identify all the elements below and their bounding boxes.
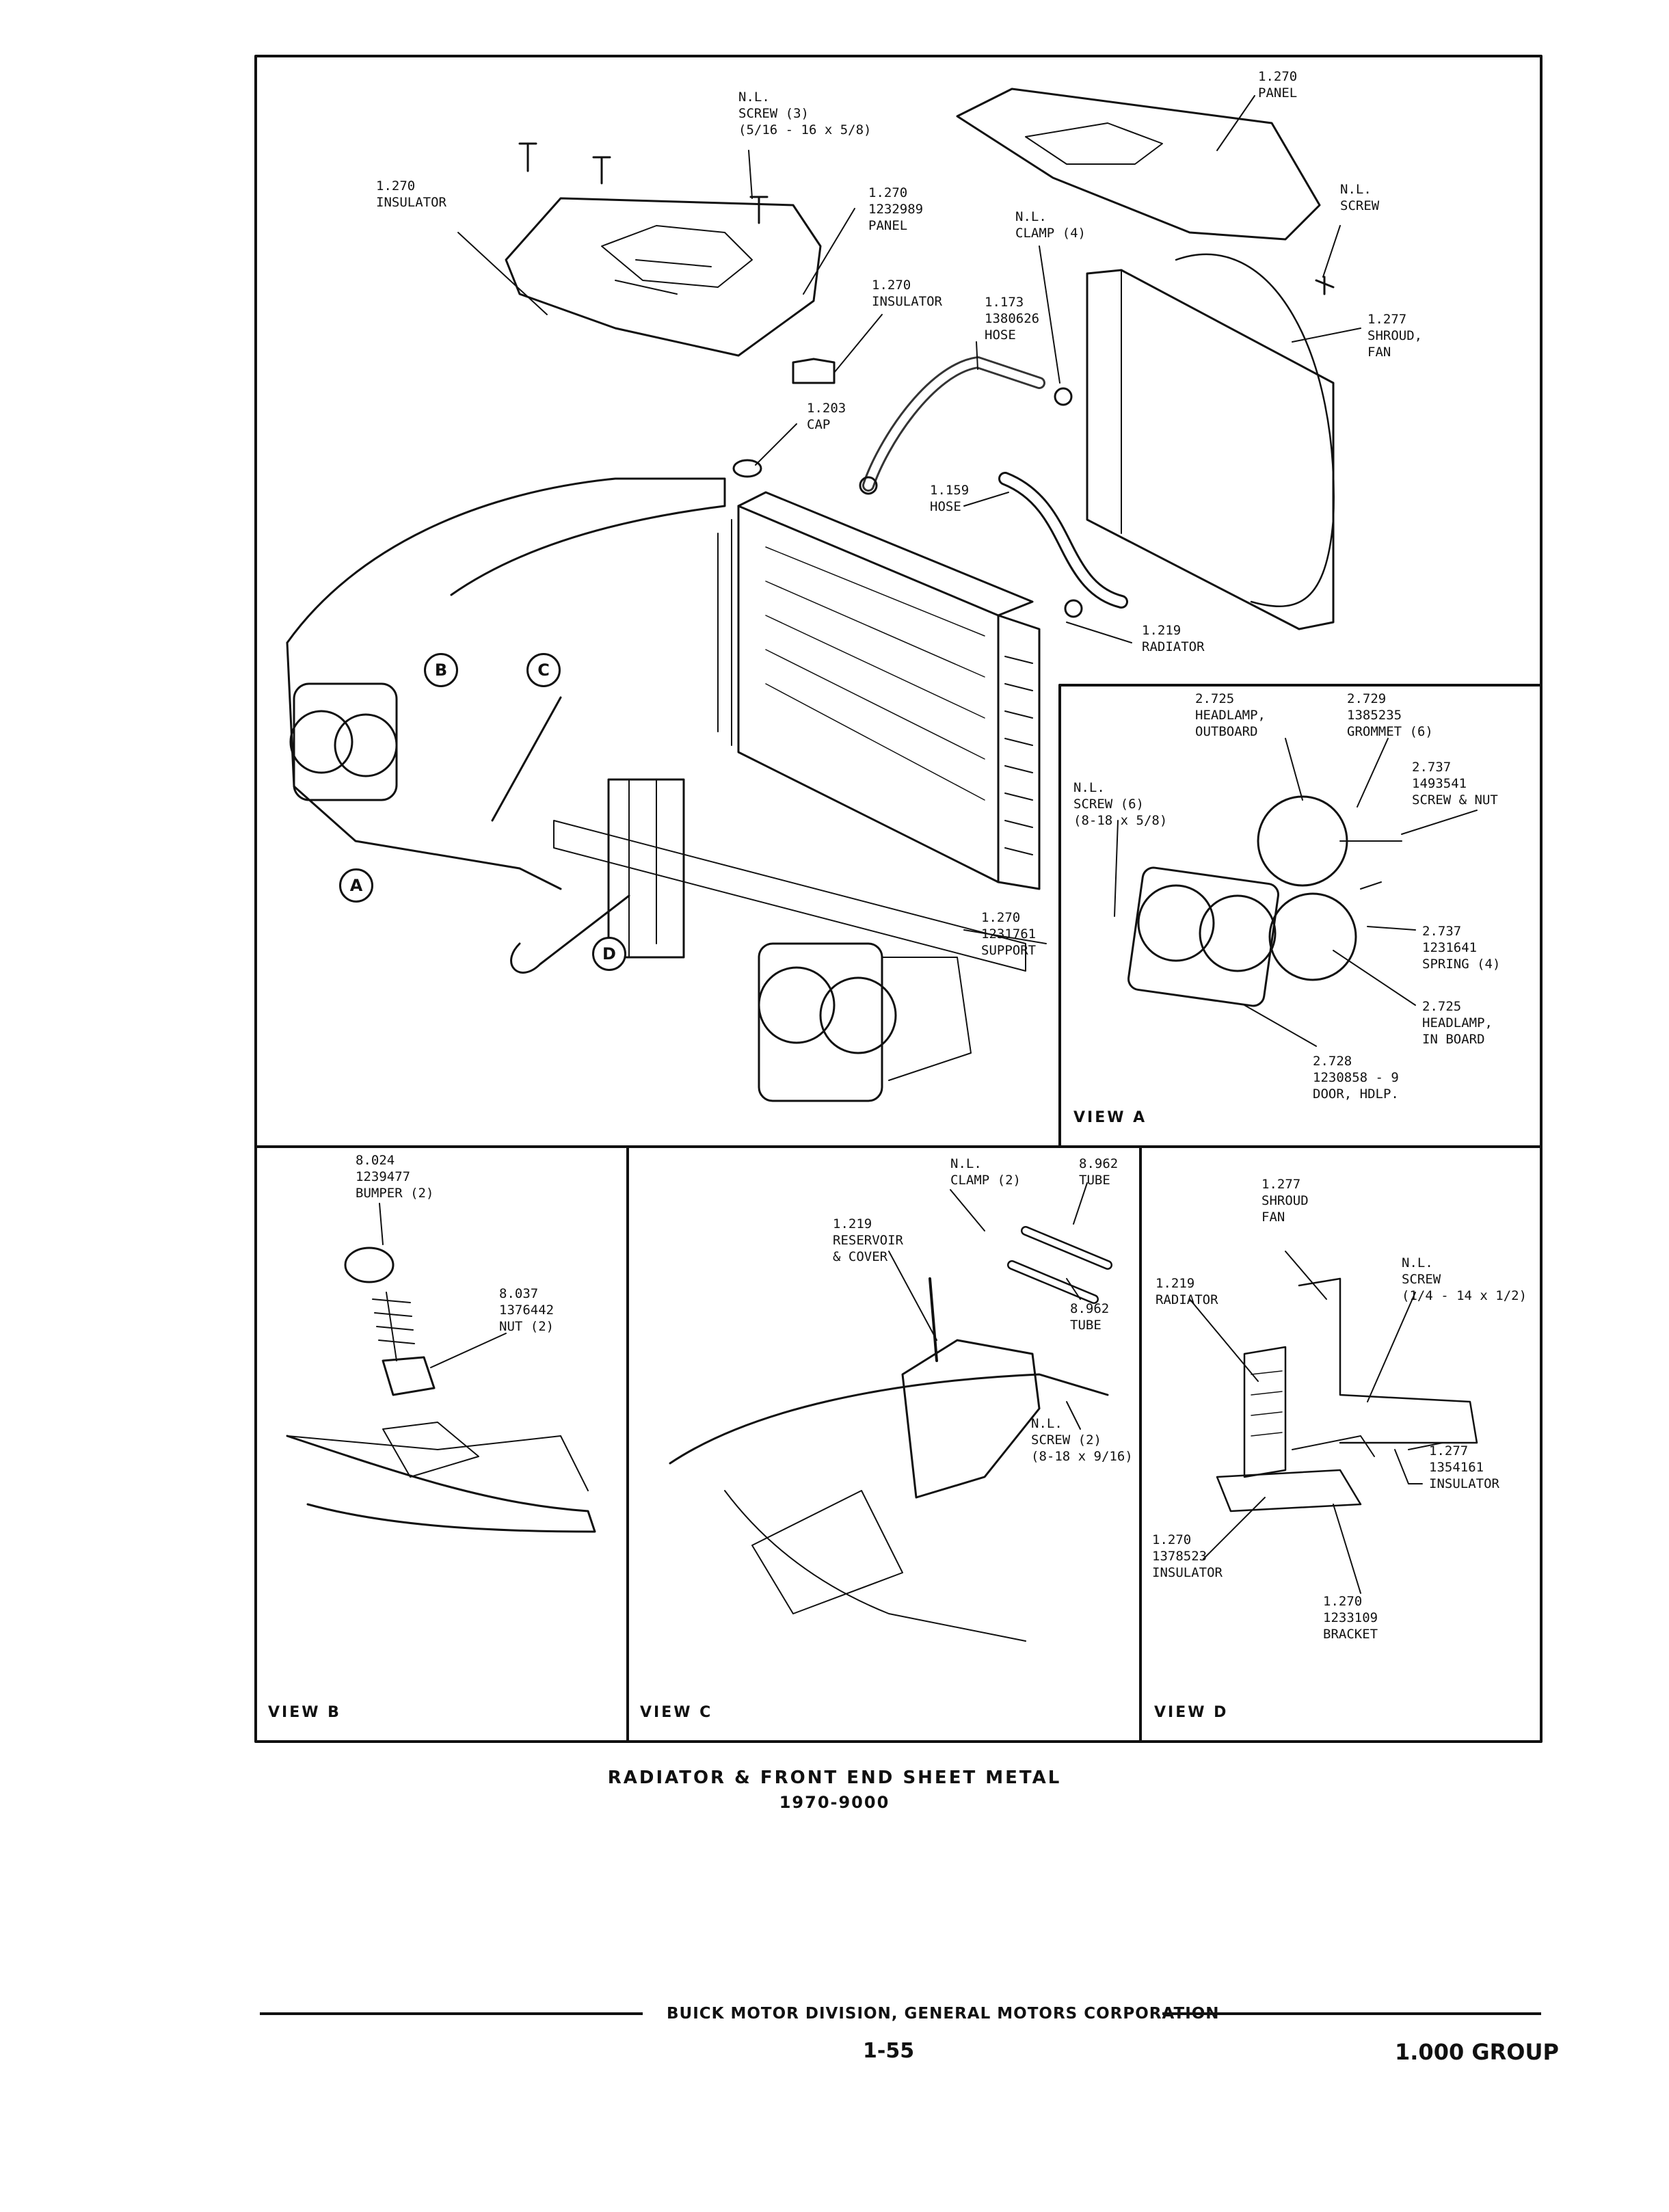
footer-rule-right xyxy=(1162,2012,1541,2015)
label-shroud-fan-d: 1.277 SHROUD FAN xyxy=(1261,1177,1309,1225)
upper-panel-right xyxy=(956,88,1321,241)
label-panel-top-right: 1.270 PANEL xyxy=(1258,69,1298,101)
callout-d: D xyxy=(592,937,626,971)
label-screw-nut: 2.737 1493541 SCREW & NUT xyxy=(1412,760,1498,808)
label-insulator-1378523: 1.270 1378523 INSULATOR xyxy=(1152,1532,1223,1580)
label-bumper: 8.024 1239477 BUMPER (2) xyxy=(356,1153,434,1201)
caption-title: RADIATOR & FRONT END SHEET METAL xyxy=(607,1768,1062,1788)
label-tube-top: 8.962 TUBE xyxy=(1079,1156,1119,1188)
label-headlamp-outboard: 2.725 HEADLAMP, OUTBOARD xyxy=(1195,691,1266,739)
label-hose-lower: 1.159 HOSE xyxy=(930,483,970,514)
radiator-core xyxy=(737,505,1000,883)
label-nl-clamp-2: N.L. CLAMP (2) xyxy=(950,1156,1021,1188)
footer-page-number: 1-55 xyxy=(863,2039,915,2063)
bumper-nut xyxy=(382,1356,436,1396)
view-c-fender xyxy=(669,1373,1109,1465)
fender-lower xyxy=(286,641,562,890)
footer-company: BUICK MOTOR DIVISION, GENERAL MOTORS COR… xyxy=(667,2005,1220,2023)
label-nl-screw-6: N.L. SCREW (6) (8-18 x 5/8) xyxy=(1073,780,1168,828)
screw-2 xyxy=(592,156,611,185)
insulator-mid xyxy=(792,358,836,384)
fender-outline xyxy=(286,477,726,644)
label-nl-screw-2: N.L. SCREW (2) (8-18 x 9/16) xyxy=(1031,1416,1133,1464)
bumper-cap xyxy=(344,1247,395,1283)
callout-a: A xyxy=(339,868,373,903)
headlamp-door xyxy=(1127,866,1279,1007)
footer-rule-left xyxy=(260,2012,643,2015)
label-nl-screw-3: N.L. SCREW (3) (5/16 - 16 x 5/8) xyxy=(738,90,872,137)
screw-3 xyxy=(749,196,769,224)
fan-ring xyxy=(1175,253,1335,607)
label-spring: 2.737 1231641 SPRING (4) xyxy=(1422,924,1501,972)
bottom-views-frame xyxy=(254,1145,1543,1743)
view-b-title: VIEW B xyxy=(268,1704,341,1721)
callout-b: B xyxy=(424,653,458,687)
clamp-a xyxy=(1054,387,1073,406)
label-radiator: 1.219 RADIATOR xyxy=(1142,623,1205,654)
label-grommet: 2.729 1385235 GROMMET (6) xyxy=(1347,691,1433,739)
label-hose-1380626: 1.173 1380626 HOSE xyxy=(985,295,1040,343)
label-insulator-top-left: 1.270 INSULATOR xyxy=(376,178,446,210)
label-bracket: 1.270 1233109 BRACKET xyxy=(1323,1594,1378,1642)
label-reservoir: 1.219 RESERVOIR & COVER xyxy=(833,1216,903,1264)
label-panel-1232989: 1.270 1232989 PANEL xyxy=(868,185,924,233)
hood-rod xyxy=(491,696,562,822)
view-d-bracket xyxy=(1216,1469,1362,1513)
headlamp-outboard-lamp xyxy=(1257,795,1348,887)
view-a-title: VIEW A xyxy=(1073,1109,1147,1126)
footer-group: 1.000 GROUP xyxy=(1395,2039,1559,2065)
label-nl-screw-right: N.L. SCREW xyxy=(1340,182,1380,213)
view-b-panel xyxy=(286,1435,596,1533)
headlamp-bezel-left xyxy=(293,682,398,801)
headlamp-inboard-lamp xyxy=(1268,892,1357,981)
clamp-c xyxy=(1064,599,1083,618)
reservoir-body xyxy=(901,1339,1041,1499)
headlamp-bezel-right xyxy=(758,942,883,1102)
radiator-cap xyxy=(732,459,762,478)
headlamp-left-1 xyxy=(289,710,353,774)
label-cap: 1.203 CAP xyxy=(807,401,846,432)
radiator-support xyxy=(607,778,685,959)
view-d-radiator xyxy=(1243,1346,1287,1478)
label-support: 1.270 1231761 SUPPORT xyxy=(981,910,1037,958)
caption-code: 1970-9000 xyxy=(779,1793,890,1812)
view-d-shroud xyxy=(1298,1277,1478,1444)
view-d-title: VIEW D xyxy=(1154,1704,1229,1721)
label-radiator-d: 1.219 RADIATOR xyxy=(1156,1276,1218,1307)
label-nut: 8.037 1376442 NUT (2) xyxy=(499,1286,555,1334)
label-tube-mid: 8.962 TUBE xyxy=(1070,1301,1110,1333)
bumper-stud xyxy=(372,1292,415,1361)
screw-1 xyxy=(518,142,537,172)
label-door-hdlp: 2.728 1230858 - 9 DOOR, HDLP. xyxy=(1313,1054,1399,1102)
label-insulator-1354161: 1.277 1354161 INSULATOR xyxy=(1429,1443,1499,1491)
label-headlamp-inboard: 2.725 HEADLAMP, IN BOARD xyxy=(1422,999,1493,1047)
view-c-title: VIEW C xyxy=(640,1704,713,1721)
label-shroud-fan: 1.277 SHROUD, FAN xyxy=(1367,312,1423,360)
callout-c: C xyxy=(526,653,561,687)
upper-hose xyxy=(862,356,1045,492)
clamp-b xyxy=(859,476,878,495)
label-insulator-top-mid: 1.270 INSULATOR xyxy=(872,278,942,309)
fan-shroud xyxy=(1086,269,1335,630)
label-nl-screw-d: N.L. SCREW (1/4 - 14 x 1/2) xyxy=(1402,1255,1527,1303)
upper-panel xyxy=(505,197,822,357)
label-clamp-4: N.L. CLAMP (4) xyxy=(1015,209,1086,241)
headlamp-left-2 xyxy=(334,713,398,777)
